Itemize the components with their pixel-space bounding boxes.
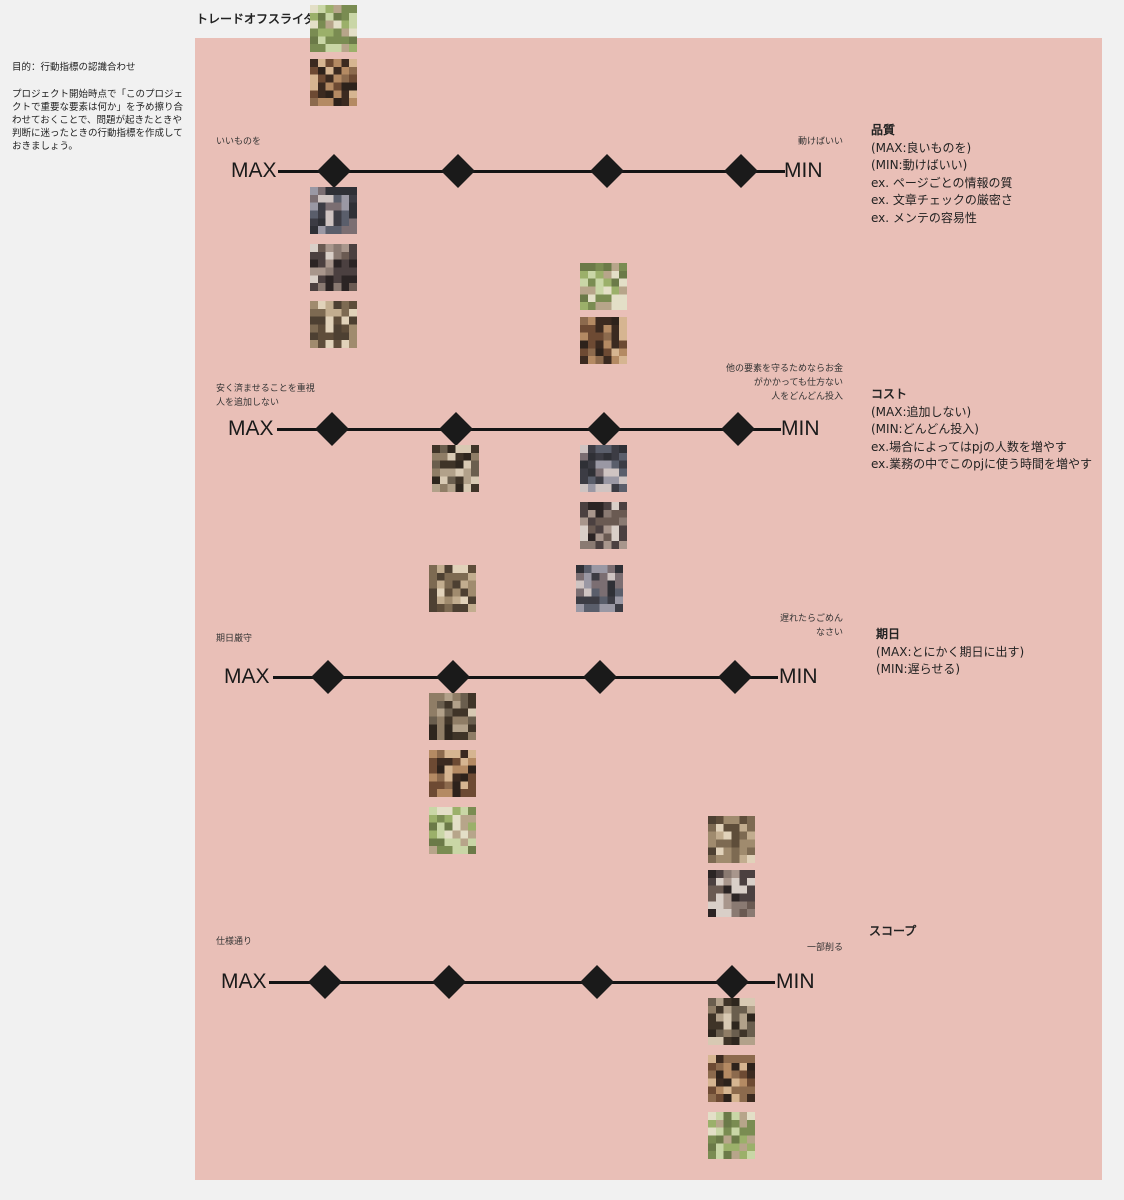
slider-stop-3[interactable]: [580, 965, 614, 999]
min-label: MIN: [781, 417, 820, 441]
purpose-goal: 目的：行動指標の認識合わせ: [12, 61, 188, 74]
slider-stop-1[interactable]: [311, 660, 345, 694]
note-line: 一部削る: [807, 941, 843, 955]
description-line: ex. メンテの容易性: [871, 210, 1013, 228]
slider-stop-4[interactable]: [715, 965, 749, 999]
purpose-note: 目的：行動指標の認識合わせ プロジェクト開始時点で「このプロジェクトで重要な要素…: [12, 61, 188, 153]
slider-title: コスト: [871, 386, 1092, 404]
blurred-avatar: [310, 5, 357, 52]
blurred-avatar: [580, 502, 627, 549]
blurred-avatar: [580, 317, 627, 364]
min-side-note: 一部削る: [807, 941, 843, 955]
blurred-avatar: [429, 750, 476, 797]
min-side-note: 遅れたらごめんなさい: [780, 612, 843, 640]
description-line: (MIN:遅らせる): [876, 661, 1024, 679]
blurred-avatar: [708, 870, 755, 917]
slider-stop-2[interactable]: [439, 412, 473, 446]
slider-description: コスト(MAX:追加しない)(MIN:どんどん投入)ex.場合によってはpjの人…: [871, 386, 1092, 474]
note-line: 他の要素を守るためならお金: [726, 362, 843, 376]
slider-stop-2[interactable]: [432, 965, 466, 999]
note-line: なさい: [780, 626, 843, 640]
slider-title: 品質: [871, 122, 1013, 140]
note-line: 人をどんどん投入: [726, 390, 843, 404]
description-line: (MAX:追加しない): [871, 404, 1092, 422]
note-line: 期日厳守: [216, 632, 252, 646]
slider-track: [277, 428, 781, 431]
max-side-note: 仕様通り: [216, 935, 252, 949]
purpose-body: プロジェクト開始時点で「このプロジェクトで重要な要素は何か」を予め擦り合わせてお…: [12, 88, 188, 153]
tradeoff-slider: MAX MIN 安く済ませることを重視人を追加しない 他の要素を守るためならお金がかか…: [195, 296, 1102, 556]
tradeoff-slider: MAX MIN いいものを 動けばいい 品質(MAX:良いものを)(MIN:動けばいい)…: [195, 38, 1102, 298]
slider-stop-2[interactable]: [441, 154, 475, 188]
slider-stop-4[interactable]: [721, 412, 755, 446]
blurred-avatar: [576, 565, 623, 612]
description-line: ex. 文章チェックの厳密さ: [871, 192, 1013, 210]
blurred-avatar: [708, 998, 755, 1045]
min-label: MIN: [776, 970, 815, 994]
slider-title: スコープ: [869, 923, 916, 941]
max-side-note: 安く済ませることを重視人を追加しない: [216, 382, 315, 410]
min-label: MIN: [779, 665, 818, 689]
description-line: (MAX:とにかく期日に出す): [876, 644, 1024, 662]
blurred-avatar: [708, 1112, 755, 1159]
blurred-avatar: [310, 187, 357, 234]
blurred-avatar: [580, 263, 627, 310]
min-side-note: 他の要素を守るためならお金がかかっても仕方ない人をどんどん投入: [726, 362, 843, 404]
note-line: 仕様通り: [216, 935, 252, 949]
description-line: (MIN:動けばいい): [871, 157, 1013, 175]
slider-stop-2[interactable]: [436, 660, 470, 694]
description-line: ex. ページごとの情報の質: [871, 175, 1013, 193]
slider-stop-1[interactable]: [308, 965, 342, 999]
slider-track: [278, 170, 785, 173]
note-line: 安く済ませることを重視: [216, 382, 315, 396]
frame-title: トレードオフスライダー: [196, 10, 328, 27]
slider-stop-1[interactable]: [317, 154, 351, 188]
slider-description: スコープ: [869, 923, 916, 941]
blurred-avatar: [580, 445, 627, 492]
description-line: (MIN:どんどん投入): [871, 421, 1092, 439]
note-line: 人を追加しない: [216, 396, 315, 410]
max-label: MAX: [228, 417, 274, 441]
blurred-avatar: [429, 565, 476, 612]
slider-description: 期日(MAX:とにかく期日に出す)(MIN:遅らせる): [876, 626, 1024, 679]
slider-track: [273, 676, 778, 679]
slider-track: [269, 981, 775, 984]
slider-stop-4[interactable]: [724, 154, 758, 188]
description-line: ex.場合によってはpjの人数を増やす: [871, 439, 1092, 457]
note-line: 遅れたらごめん: [780, 612, 843, 626]
blurred-avatar: [708, 816, 755, 863]
note-line: いいものを: [216, 135, 261, 149]
slider-stop-3[interactable]: [590, 154, 624, 188]
min-side-note: 動けばいい: [798, 135, 843, 149]
slider-stop-4[interactable]: [718, 660, 752, 694]
blurred-avatar: [310, 59, 357, 106]
slider-title: 期日: [876, 626, 1024, 644]
blurred-avatar: [432, 445, 479, 492]
tradeoff-slider: MAX MIN 仕様通り 一部削る スコープ: [195, 849, 1102, 1109]
slider-stop-3[interactable]: [583, 660, 617, 694]
note-line: がかかっても仕方ない: [726, 376, 843, 390]
max-label: MAX: [231, 159, 277, 183]
max-label: MAX: [221, 970, 267, 994]
max-side-note: いいものを: [216, 135, 261, 149]
blurred-avatar: [429, 693, 476, 740]
max-label: MAX: [224, 665, 270, 689]
description-line: (MAX:良いものを): [871, 140, 1013, 158]
description-line: ex.業務の中でこのpjに使う時間を増やす: [871, 456, 1092, 474]
min-label: MIN: [784, 159, 823, 183]
slider-stop-3[interactable]: [587, 412, 621, 446]
slider-stop-1[interactable]: [315, 412, 349, 446]
blurred-avatar: [708, 1055, 755, 1102]
blurred-avatar: [429, 807, 476, 854]
max-side-note: 期日厳守: [216, 632, 252, 646]
note-line: 動けばいい: [798, 135, 843, 149]
blurred-avatar: [310, 244, 357, 291]
tradeoff-board: MAX MIN いいものを 動けばいい 品質(MAX:良いものを)(MIN:動けばいい)…: [195, 38, 1102, 1180]
